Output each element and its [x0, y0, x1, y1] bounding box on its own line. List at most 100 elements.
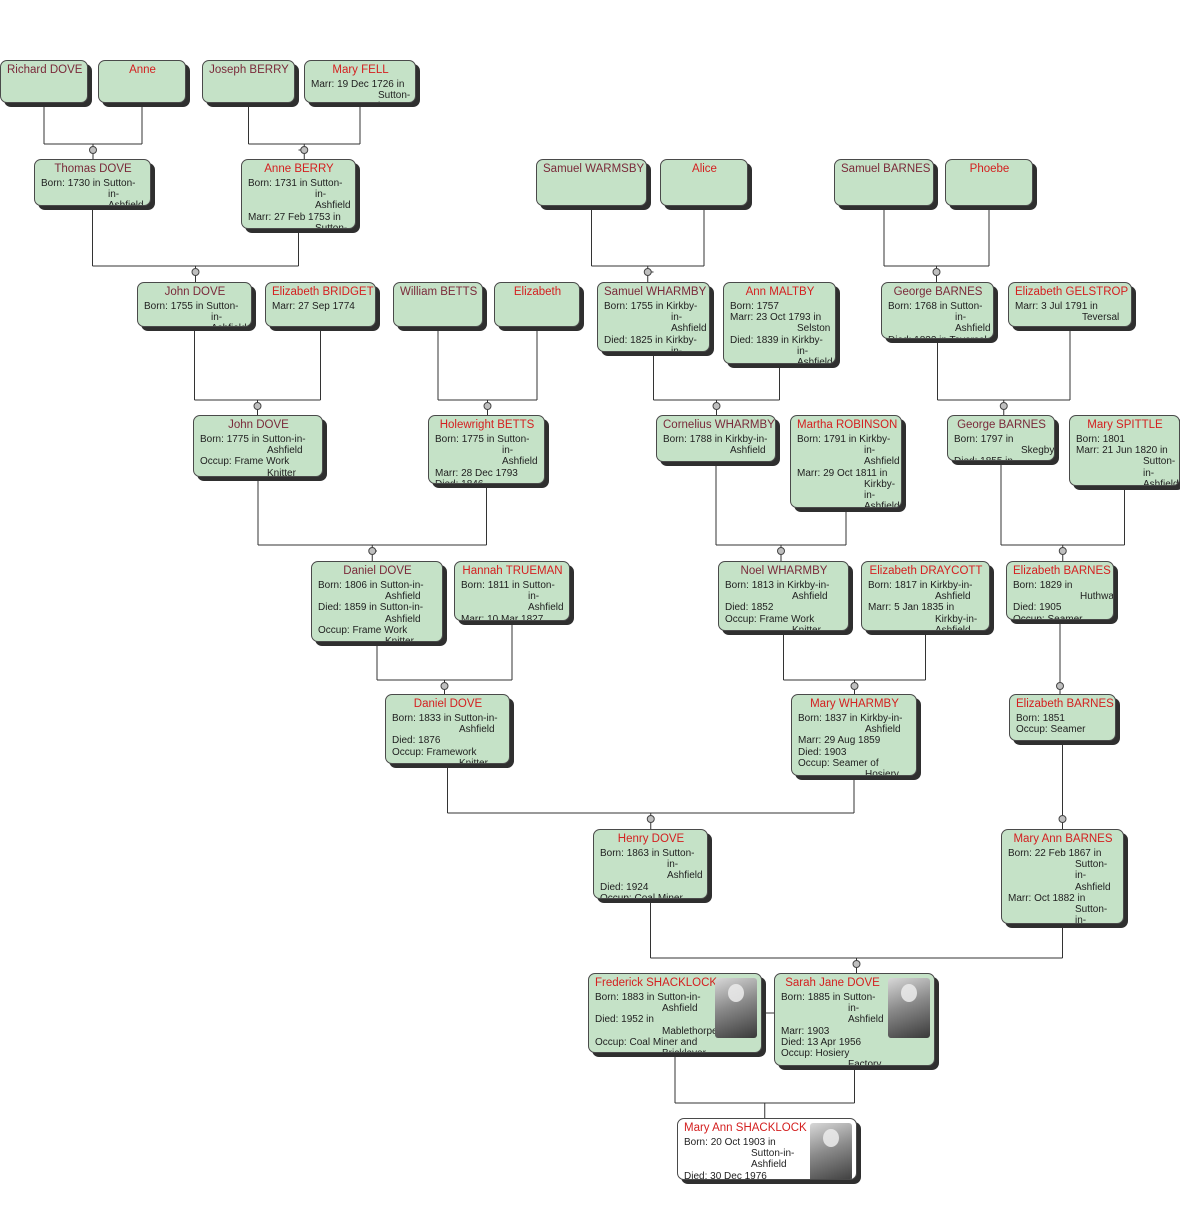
- person-detail-line: Died: 30 Dec 1976: [684, 1171, 806, 1179]
- person-name: Mary FELL: [332, 64, 389, 76]
- person-detail-line: Born: 1863 in Sutton-in-Ashfield: [600, 848, 703, 882]
- person-name: Daniel DOVE: [413, 698, 483, 710]
- person-detail-line: Occup: Hosiery Factory Hand: [781, 1048, 884, 1065]
- person-detail-line: Died: 1839 in Kirkby-in-Ashfield: [730, 335, 833, 363]
- detail-value: 19 Dec 1726 in Sutton-in-Ashfield: [337, 79, 411, 102]
- family-node: [777, 547, 785, 555]
- person-name: George BARNES: [893, 286, 983, 298]
- person-box-cornelius-wharmby[interactable]: Cornelius WHARMBY Born: 1788 in Kirkby-in…: [656, 415, 776, 462]
- person-name: Elizabeth DRAYCOTT: [869, 565, 983, 577]
- detail-value: Seamer: [1047, 613, 1083, 620]
- person-detail-line: Born: 1755 in Sutton-in-Ashfield: [144, 301, 247, 326]
- detail-value: Frame Work Knitter: [234, 456, 296, 477]
- detail-key: Born:: [435, 434, 459, 445]
- detail-key: Occup:: [781, 1048, 813, 1060]
- detail-key: Born:: [730, 301, 754, 312]
- person-box-william-betts[interactable]: William BETTS: [393, 282, 483, 327]
- detail-key: Born:: [248, 178, 272, 189]
- detail-key: Marr:: [781, 1025, 805, 1037]
- detail-value: 1852: [751, 602, 774, 614]
- detail-key: Occup:: [1016, 724, 1048, 736]
- person-box-richard-dove[interactable]: Richard DOVE: [0, 60, 88, 103]
- family-node: [1058, 815, 1067, 823]
- detail-value: 1775 in Sutton-in-Ashfield: [461, 434, 538, 468]
- detail-key: Died:: [600, 881, 624, 893]
- person-detail-line: Marr: 19 Dec 1726 in Sutton-in-Ashfield: [311, 79, 411, 102]
- person-name: Samuel WHARMBY: [604, 286, 707, 298]
- detail-key: Born:: [954, 434, 978, 445]
- person-detail-line: Born: 1788 in Kirkby-in-Ashfield: [663, 434, 770, 456]
- person-box-phoebe[interactable]: Phoebe: [945, 159, 1033, 206]
- detail-value: 3 Jul 1791 in Teversal: [1041, 301, 1120, 324]
- person-detail-line: Marr: 21 Jun 1820 in Sutton-in-Ashfield: [1076, 445, 1179, 485]
- person-box-mary-fell[interactable]: Mary FELL Marr: 19 Dec 1726 in Sutton-in-…: [304, 60, 416, 103]
- person-box-samuel-warmsby[interactable]: Samuel WARMSBY: [536, 159, 647, 206]
- detail-key: Died:: [781, 1036, 805, 1048]
- detail-key: Died:: [725, 602, 749, 614]
- person-box-joseph-berry[interactable]: Joseph BERRY: [202, 60, 295, 103]
- detail-value: 1837 in Kirkby-in-Ashfield: [824, 713, 903, 736]
- person-detail-line: Marr: 23 Oct 1793 in Selston: [730, 312, 830, 334]
- person-name: Cornelius WHARMBY: [663, 419, 775, 431]
- detail-key: Died:: [604, 334, 628, 346]
- detail-key: Marr:: [311, 79, 335, 90]
- detail-key: Occup:: [725, 613, 757, 625]
- person-name: Phoebe: [969, 163, 1010, 175]
- person-detail-line: Occup: Coal Miner and Bricklayer: [595, 1037, 711, 1052]
- person-name: George BARNES: [957, 419, 1046, 431]
- person-name: William BETTS: [400, 286, 478, 298]
- detail-value: 29 Oct 1811 in Kirkby-in-Ashfield: [823, 467, 900, 508]
- detail-key: Born:: [604, 301, 628, 312]
- person-box-elizabeth[interactable]: Elizabeth: [494, 282, 580, 327]
- person-box-samuel-barnes[interactable]: Samuel BARNES: [834, 159, 934, 206]
- person-box-anne[interactable]: Anne: [98, 60, 186, 103]
- detail-value: 1817 in Kirkby-in-Ashfield: [894, 580, 973, 603]
- detail-key: Occup:: [392, 746, 424, 758]
- detail-value: 1952 in Mablethorpe: [621, 1014, 718, 1037]
- person-box-alice[interactable]: Alice: [660, 159, 748, 206]
- family-node: [253, 402, 262, 410]
- detail-value: 1775 in Sutton-in-Ashfield: [226, 434, 306, 457]
- person-name: Daniel DOVE: [343, 565, 412, 577]
- detail-value: 1801: [1102, 434, 1125, 445]
- person-detail-line: Born: 1791 in Kirkby-in-Ashfield: [797, 434, 900, 468]
- detail-key: Died:: [954, 456, 977, 460]
- detail-key: Born:: [392, 713, 416, 724]
- detail-value: 1806 in Sutton-in-Ashfield: [344, 580, 424, 603]
- detail-key: Born:: [595, 992, 619, 1003]
- family-node: [850, 682, 859, 690]
- detail-key: Marr:: [868, 602, 892, 614]
- family-node: [368, 547, 377, 555]
- detail-key: Born:: [1013, 580, 1037, 591]
- detail-key: Marr:: [248, 211, 272, 223]
- detail-value: 28 Dec 1793: [461, 467, 518, 479]
